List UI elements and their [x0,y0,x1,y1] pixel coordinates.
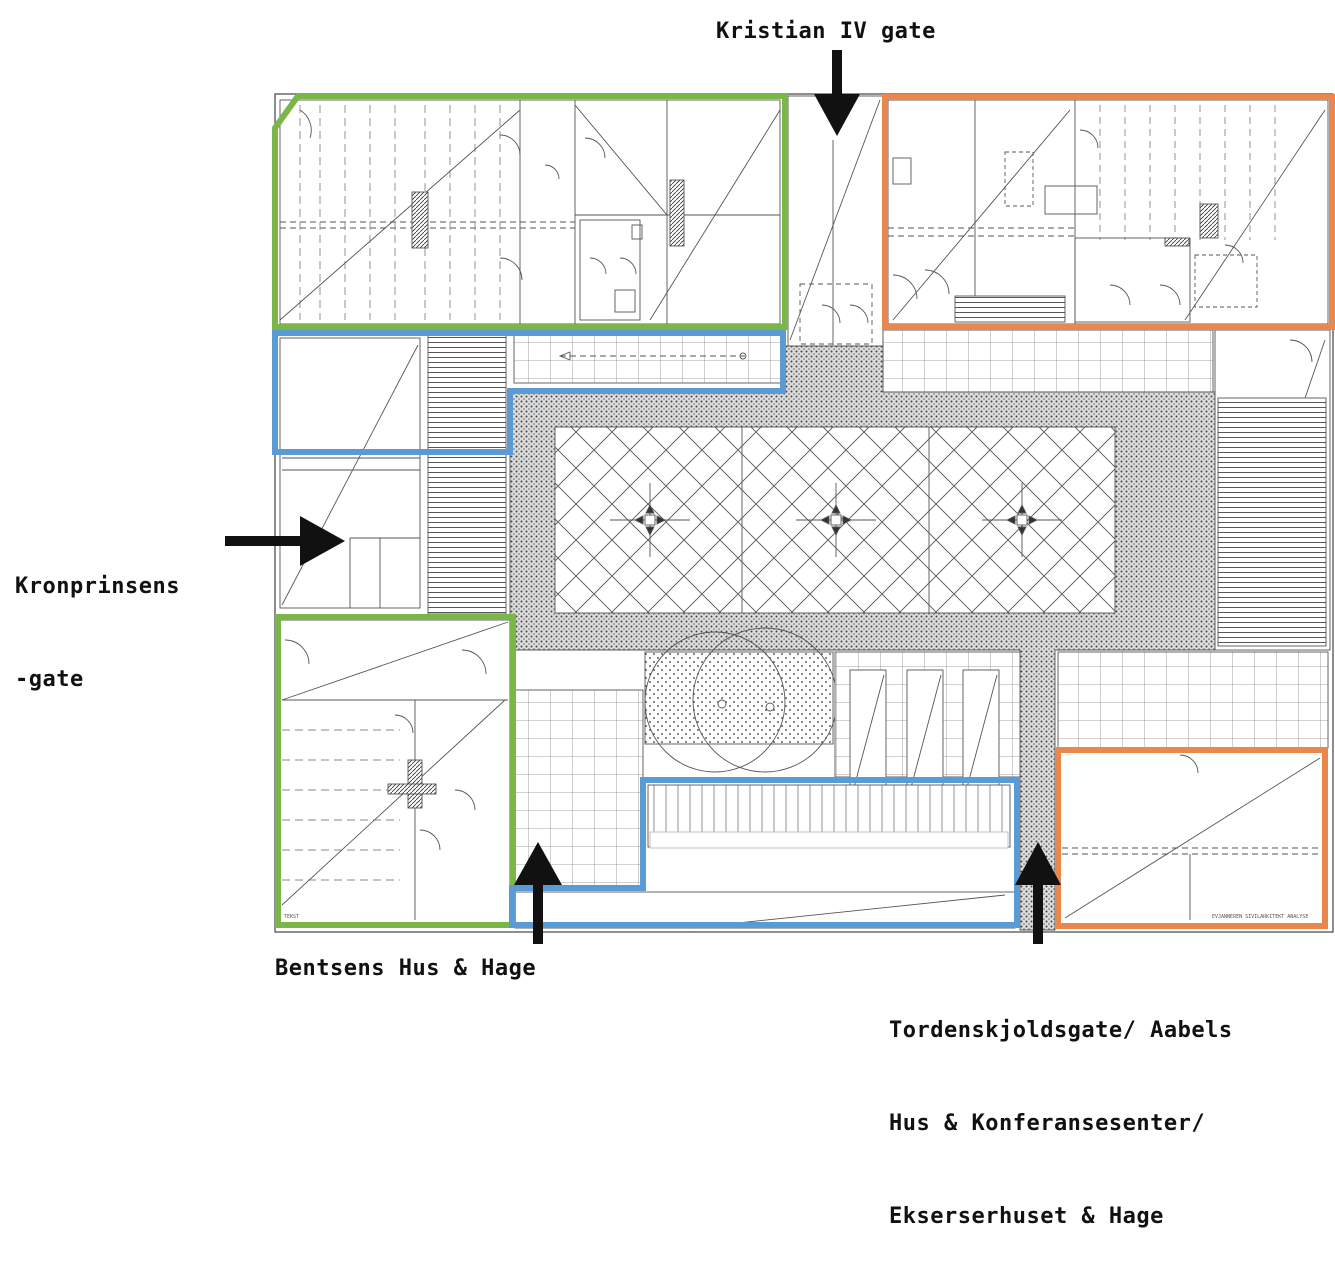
street-label-kronprinsens-gate: Kronprinsens -gate [15,509,180,726]
arrow-west [225,516,345,566]
building-northwest [279,99,781,325]
highlight-outlines [272,93,1335,929]
blue-outline-west [272,330,786,455]
green-outline-north [272,93,788,330]
fountain-3 [982,483,1062,557]
pointer-arrows [225,50,1061,944]
building-southeast: EVJANNEREN SIVILARKITEKT ANALYSE QUARTAL… [1059,751,1326,930]
arrow-north [814,50,860,136]
passage-north [787,95,884,347]
label-tordenskjoldsgate: Tordenskjoldsgate/ Aabels Hus & Konferan… [889,953,1233,1263]
building-northeast [887,99,1329,325]
street-label-line: -gate [15,667,84,692]
label-line: Hus & Konferansesenter/ [889,1111,1206,1136]
label-line: Ekserserhuset & Hage [889,1204,1164,1229]
central-court [554,426,1116,614]
orange-outline-north [882,94,1335,330]
floor-plan: TEKST EVJANNEREN SIVILARKITEKT ANALYSE Q… [225,50,1335,944]
blue-outline-south [509,777,1020,928]
green-outline-south [275,614,516,928]
sheet-note-left: TEKST [284,914,299,920]
street-label-kristian-iv-gate: Kristian IV gate [716,19,936,44]
fountain-1 [610,483,690,557]
fountain-2 [796,483,876,557]
label-bentsens-hus-hage: Bentsens Hus & Hage [275,956,537,981]
site-plan-diagram: TEKST EVJANNEREN SIVILARKITEKT ANALYSE Q… [15,19,1335,1229]
street-label-line: Kronprinsens [15,574,180,599]
arrow-south-east [1015,842,1061,944]
arrow-south-west [514,842,562,944]
label-line: Tordenskjoldsgate/ Aabels [889,1018,1233,1043]
orange-outline-south [1055,747,1328,929]
building-southwest: TEKST [279,619,511,926]
south-garden [514,627,1329,929]
sheet-note-right-1: EVJANNEREN SIVILARKITEKT ANALYSE [1212,914,1308,920]
